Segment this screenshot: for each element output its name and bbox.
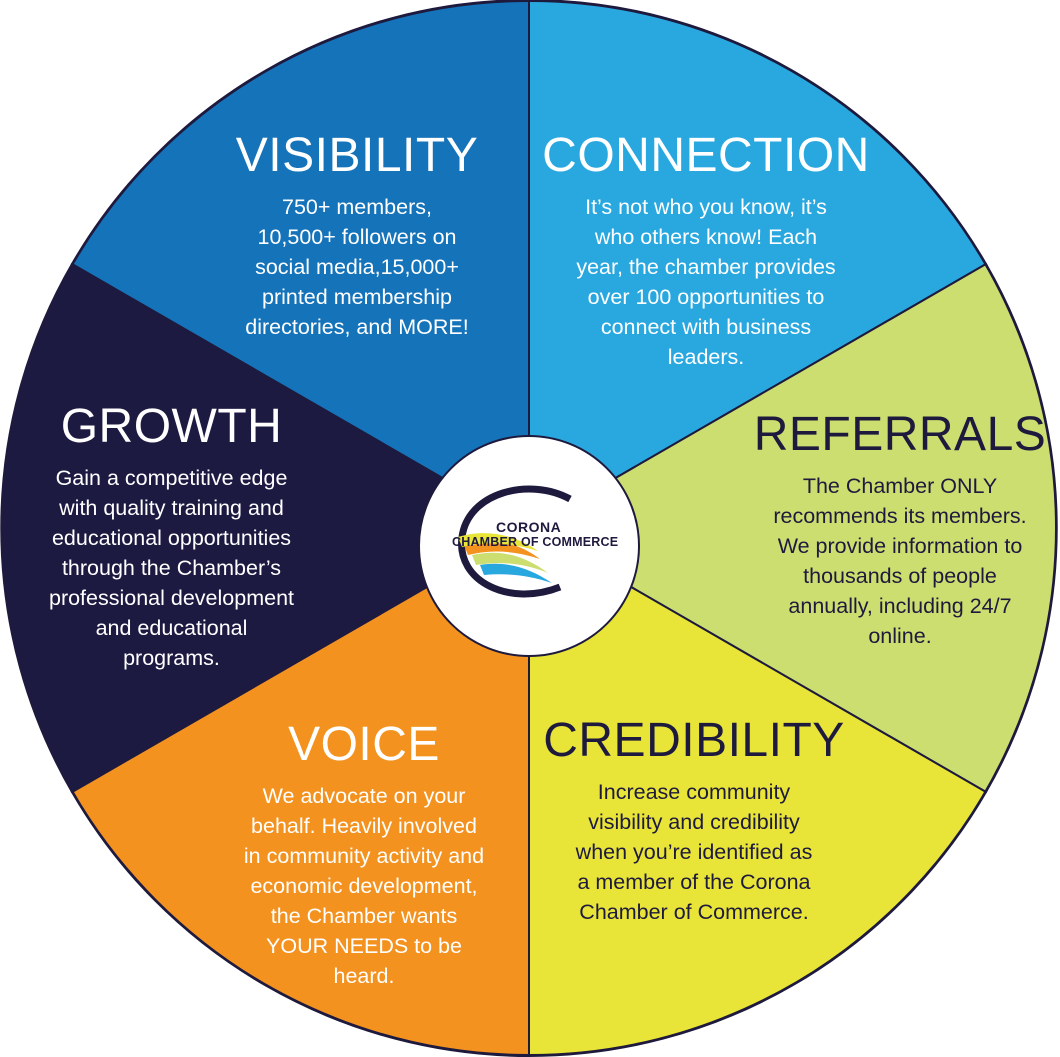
connection-body: It’s not who you know, it’s who others kn… xyxy=(536,192,876,372)
referrals-body: The Chamber ONLY recommends its members. W… xyxy=(740,471,1060,651)
body-line: and educational xyxy=(95,616,248,640)
body-line: We advocate on your xyxy=(262,784,466,808)
growth-block: GROWTH Gain a competitive edge with quali… xyxy=(14,403,329,673)
body-line: through the Chamber’s xyxy=(61,556,282,580)
logo-line2: CHAMBER OF COMMERCE xyxy=(452,535,619,549)
body-line: thousands of people xyxy=(803,564,997,588)
body-line: The Chamber ONLY xyxy=(802,474,998,498)
referrals-block: REFERRALS The Chamber ONLY recommends its… xyxy=(740,411,1060,651)
connection-block: CONNECTION It’s not who you know, it’s wh… xyxy=(536,132,876,372)
body-line: YOUR NEEDS to be xyxy=(266,934,462,958)
body-line: connect with business xyxy=(600,315,812,339)
body-line: recommends its members. xyxy=(773,504,1027,528)
credibility-block: CREDIBILITY Increase community visibility… xyxy=(534,717,854,927)
connection-title: CONNECTION xyxy=(542,129,870,182)
body-line: leaders. xyxy=(667,345,745,369)
body-line: printed membership xyxy=(261,285,452,309)
logo-swoosh-icon xyxy=(458,485,572,598)
body-line: who others know! Each xyxy=(594,225,818,249)
body-line: professional development xyxy=(48,586,294,610)
chamber-logo: CORONA CHAMBER OF COMMERCE xyxy=(418,435,640,657)
body-line: when you’re identified as xyxy=(575,840,813,864)
voice-body: We advocate on your behalf. Heavily invol… xyxy=(214,781,514,991)
body-line: educational opportunities xyxy=(51,526,292,550)
body-line: year, the chamber provides xyxy=(576,255,836,279)
credibility-title: CREDIBILITY xyxy=(543,714,845,767)
body-line: social media,15,000+ xyxy=(255,255,459,279)
body-line: with quality training and xyxy=(59,496,284,520)
body-line: over 100 opportunities to xyxy=(587,285,825,309)
voice-block: VOICE We advocate on your behalf. Heavily… xyxy=(214,721,514,991)
body-line: visibility and credibility xyxy=(588,810,800,834)
body-line: programs. xyxy=(123,646,220,670)
visibility-body: 750+ members, 10,500+ followers on social … xyxy=(227,192,487,342)
growth-body: Gain a competitive edge with quality trai… xyxy=(14,463,329,673)
body-line: 750+ members, xyxy=(282,195,432,219)
body-line: Increase community xyxy=(597,780,791,804)
body-line: heard. xyxy=(333,964,395,988)
body-line: in community activity and xyxy=(243,844,485,868)
body-line: It’s not who you know, it’s xyxy=(585,195,827,219)
logo-line1: CORONA xyxy=(496,519,562,535)
body-line: directories, and MORE! xyxy=(245,315,469,339)
body-line: behalf. Heavily involved xyxy=(251,814,477,838)
visibility-title: VISIBILITY xyxy=(235,129,479,182)
body-line: a member of the Corona xyxy=(577,870,811,894)
body-line: Gain a competitive edge xyxy=(55,466,288,490)
body-line: We provide information to xyxy=(777,534,1023,558)
body-line: annually, including 24/7 xyxy=(788,594,1012,618)
visibility-block: VISIBILITY 750+ members, 10,500+ follower… xyxy=(227,132,487,342)
referrals-title: REFERRALS xyxy=(753,408,1047,461)
growth-title: GROWTH xyxy=(60,400,283,453)
body-line: 10,500+ followers on xyxy=(257,225,457,249)
body-line: economic development, xyxy=(250,874,478,898)
body-line: Chamber of Commerce. xyxy=(579,900,809,924)
body-line: the Chamber wants xyxy=(270,904,458,928)
body-line: online. xyxy=(868,624,932,648)
credibility-body: Increase community visibility and credibi… xyxy=(534,777,854,927)
voice-title: VOICE xyxy=(288,718,440,771)
